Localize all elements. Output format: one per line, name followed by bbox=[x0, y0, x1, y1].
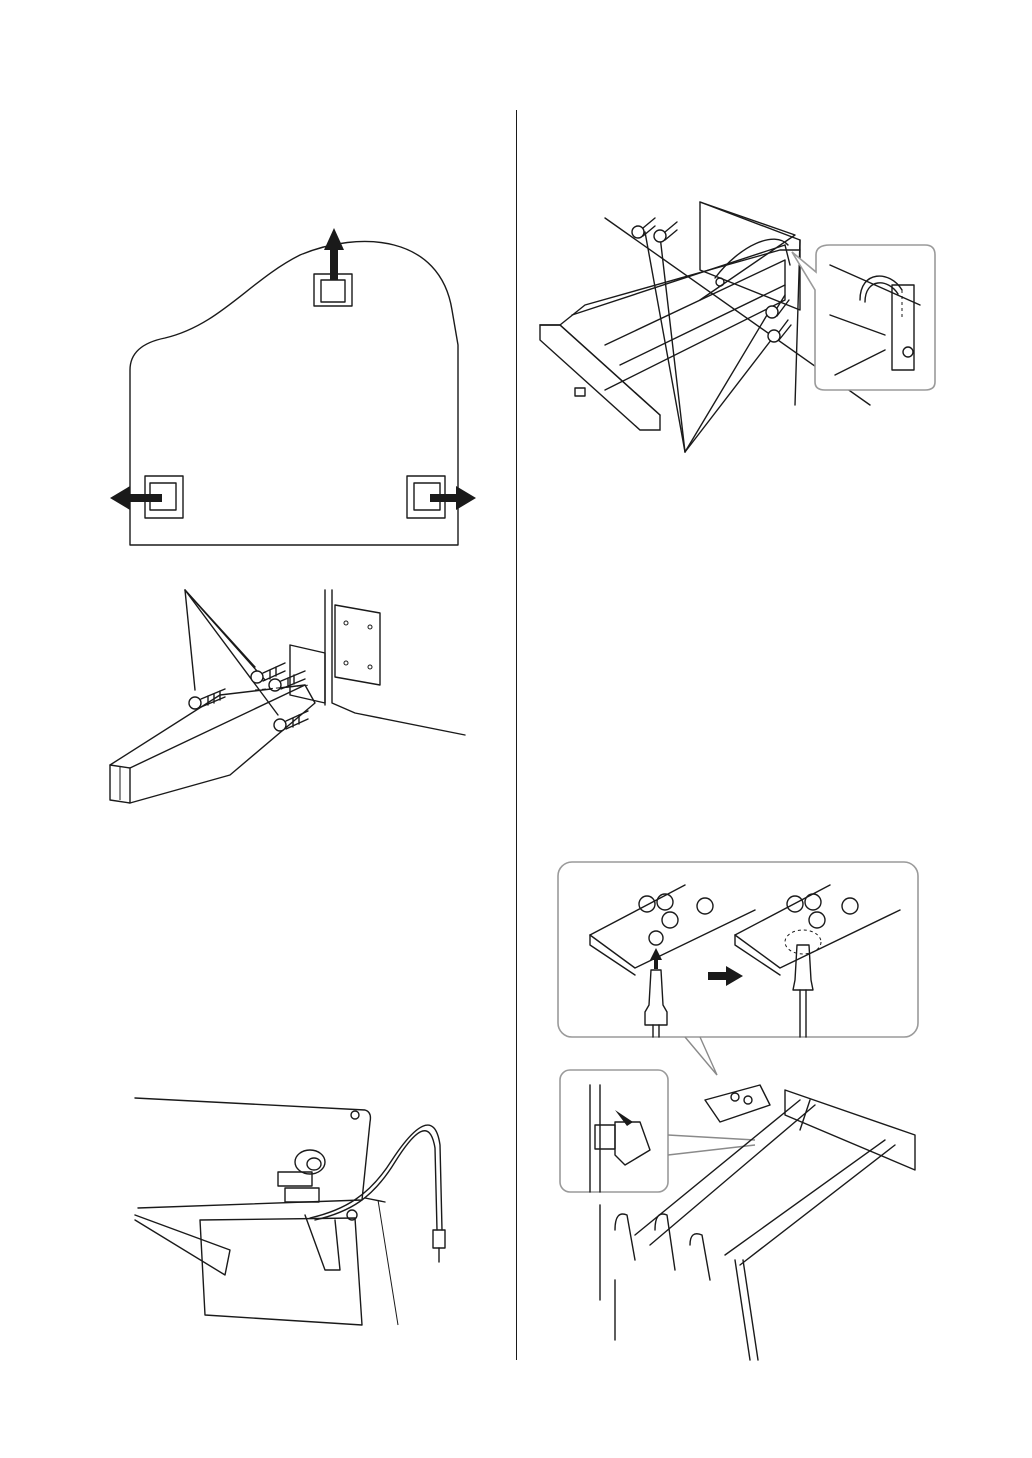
screw-icon bbox=[274, 711, 308, 731]
screw-icon bbox=[632, 218, 655, 238]
fig-pedal-screws bbox=[530, 190, 950, 470]
leg-marker-left bbox=[110, 476, 183, 518]
cable-icon bbox=[310, 1125, 445, 1262]
holder-callout bbox=[560, 1070, 668, 1192]
screw-icon bbox=[251, 663, 285, 683]
column-divider bbox=[516, 110, 517, 1360]
screw-icon bbox=[768, 320, 791, 342]
piano-outline bbox=[130, 241, 458, 545]
arrow-up-icon bbox=[324, 228, 344, 280]
fig-cable-tie bbox=[130, 1090, 470, 1330]
fig-leg-attach bbox=[100, 585, 480, 815]
fig-piano-layout bbox=[100, 220, 490, 560]
leg-marker-top bbox=[314, 228, 352, 306]
connector-callout bbox=[558, 862, 918, 1037]
fig-pedal-connect bbox=[555, 860, 925, 1370]
arrow-left-icon bbox=[110, 486, 162, 510]
screw-icon bbox=[654, 222, 677, 242]
screw-icon bbox=[189, 689, 225, 709]
arrow-right-icon bbox=[430, 486, 476, 510]
leg-marker-right bbox=[407, 476, 476, 518]
zoom-callout-icon bbox=[792, 245, 935, 390]
